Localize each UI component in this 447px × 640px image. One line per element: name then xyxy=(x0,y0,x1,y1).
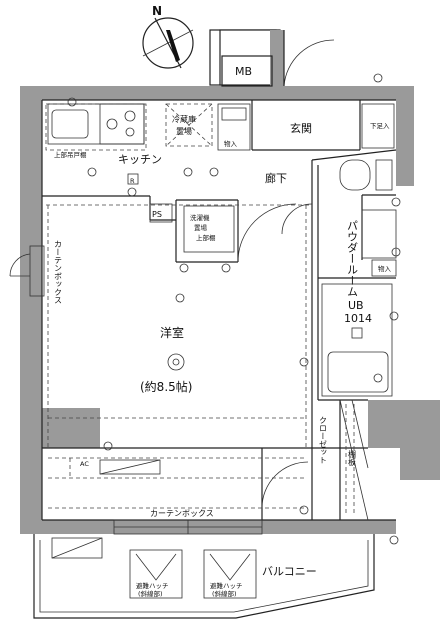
fan-icon xyxy=(389,311,399,321)
western-room-label: 洋室 xyxy=(160,325,184,340)
shoe-box-label: 下足入 xyxy=(370,122,390,130)
kitchen-upper-label: 上部吊戸棚 xyxy=(54,150,87,159)
vanity-icon xyxy=(361,209,397,259)
outlet-icon xyxy=(389,535,399,545)
r-mark-label: R xyxy=(130,177,135,185)
outlet-icon xyxy=(103,441,113,451)
outlet-icon xyxy=(299,505,309,515)
compass-circle xyxy=(142,17,194,69)
switch-icon xyxy=(391,197,401,207)
washer-label-2: 置場 xyxy=(194,223,208,232)
closet-label: クローゼット xyxy=(319,416,328,464)
ps-label: PS xyxy=(152,210,162,219)
evacuation-hatch-left xyxy=(129,549,183,599)
ac-unit: AC xyxy=(80,459,161,475)
curtain-box-left-label: カーテンボックス xyxy=(54,240,63,304)
closet-door-swing xyxy=(261,461,309,509)
powder-room: パウダールーム 物入 xyxy=(346,209,397,297)
outlet-icon xyxy=(209,167,219,177)
switch-icon xyxy=(127,187,137,197)
kitchen-counter: 上部吊戸棚 キッチン xyxy=(47,103,162,166)
washer-label-1: 洗濯機 xyxy=(190,213,210,222)
storage-top-label: 物入 xyxy=(224,139,238,148)
stove-icon xyxy=(99,103,145,145)
washer-space: 洗濯機 置場 上部棚 xyxy=(183,205,235,253)
compass: N xyxy=(142,4,194,69)
outlet-icon xyxy=(183,167,193,177)
ub-label: UB xyxy=(348,299,364,312)
curtain-box-bottom: カーテンボックス xyxy=(113,509,263,535)
ac-label: AC xyxy=(80,460,89,468)
entrance-door-swing xyxy=(283,39,335,87)
corridor-label: 廊下 xyxy=(265,171,287,185)
bathtub-icon xyxy=(327,351,389,393)
light-icon xyxy=(373,73,383,83)
hatch-right-label-1: 避難ハッチ xyxy=(210,581,243,590)
compass-north-label: N xyxy=(152,4,162,18)
balcony: 避難ハッチ (斜線部) 避難ハッチ (斜線部) バルコニー xyxy=(33,534,375,619)
partitions xyxy=(41,99,397,521)
ps-box: PS xyxy=(149,203,173,223)
hatch-left-label-2: (斜線部) xyxy=(138,589,163,598)
hatch-left-label-1: 避難ハッチ xyxy=(136,581,169,590)
ub-size-label: 1014 xyxy=(344,312,372,325)
toilet-icon xyxy=(339,159,371,191)
switch-icon xyxy=(221,263,231,273)
fridge-label-1: 冷蔵庫 xyxy=(172,114,196,124)
outlet-icon xyxy=(175,293,185,303)
toilet-area xyxy=(339,159,393,191)
entrance-label: 玄関 xyxy=(290,121,312,135)
entrance: 玄関 下足入 xyxy=(283,30,395,149)
fridge-space: 冷蔵庫 置場 xyxy=(165,103,213,147)
outlet-icon xyxy=(87,167,97,177)
curtain-box-bottom-label: カーテンボックス xyxy=(150,509,214,518)
smoke-detector-icon xyxy=(67,97,77,107)
powder-door-swing xyxy=(281,203,313,235)
dashed-lines xyxy=(45,103,355,516)
compass-needle-icon xyxy=(166,30,180,62)
shelf-label: 棚板 xyxy=(348,449,357,467)
storage-top: 物入 xyxy=(217,103,251,151)
curtain-box-left: カーテンボックス xyxy=(9,240,63,304)
western-room: 洋室 (約8.5帖) xyxy=(140,325,192,394)
powder-room-label: パウダールーム xyxy=(346,220,359,297)
washer-upper-label: 上部棚 xyxy=(196,233,216,242)
kitchen-label: キッチン xyxy=(118,153,162,166)
hatch-right-label-2: (斜線部) xyxy=(212,589,237,598)
ceiling-light-icon xyxy=(167,353,185,371)
outlet-icon xyxy=(373,373,383,383)
walls xyxy=(20,29,440,534)
western-room-size: (約8.5帖) xyxy=(140,379,192,394)
mb-label: MB xyxy=(235,65,252,78)
switch-icon xyxy=(391,247,401,257)
electrical-symbols: R xyxy=(67,73,401,545)
balcony-label: バルコニー xyxy=(262,565,317,578)
unit-bath: UB 1014 xyxy=(321,283,393,397)
switch-icon xyxy=(179,263,189,273)
sink-icon xyxy=(51,109,89,139)
outdoor-unit-icon xyxy=(51,537,103,559)
evacuation-hatch-right xyxy=(203,549,257,599)
side-window-swing xyxy=(9,253,31,277)
storage-right-label: 物入 xyxy=(378,264,392,273)
room-door-swing xyxy=(237,203,297,263)
switch-icon xyxy=(299,357,309,367)
fridge-label-2: 置場 xyxy=(176,126,192,136)
